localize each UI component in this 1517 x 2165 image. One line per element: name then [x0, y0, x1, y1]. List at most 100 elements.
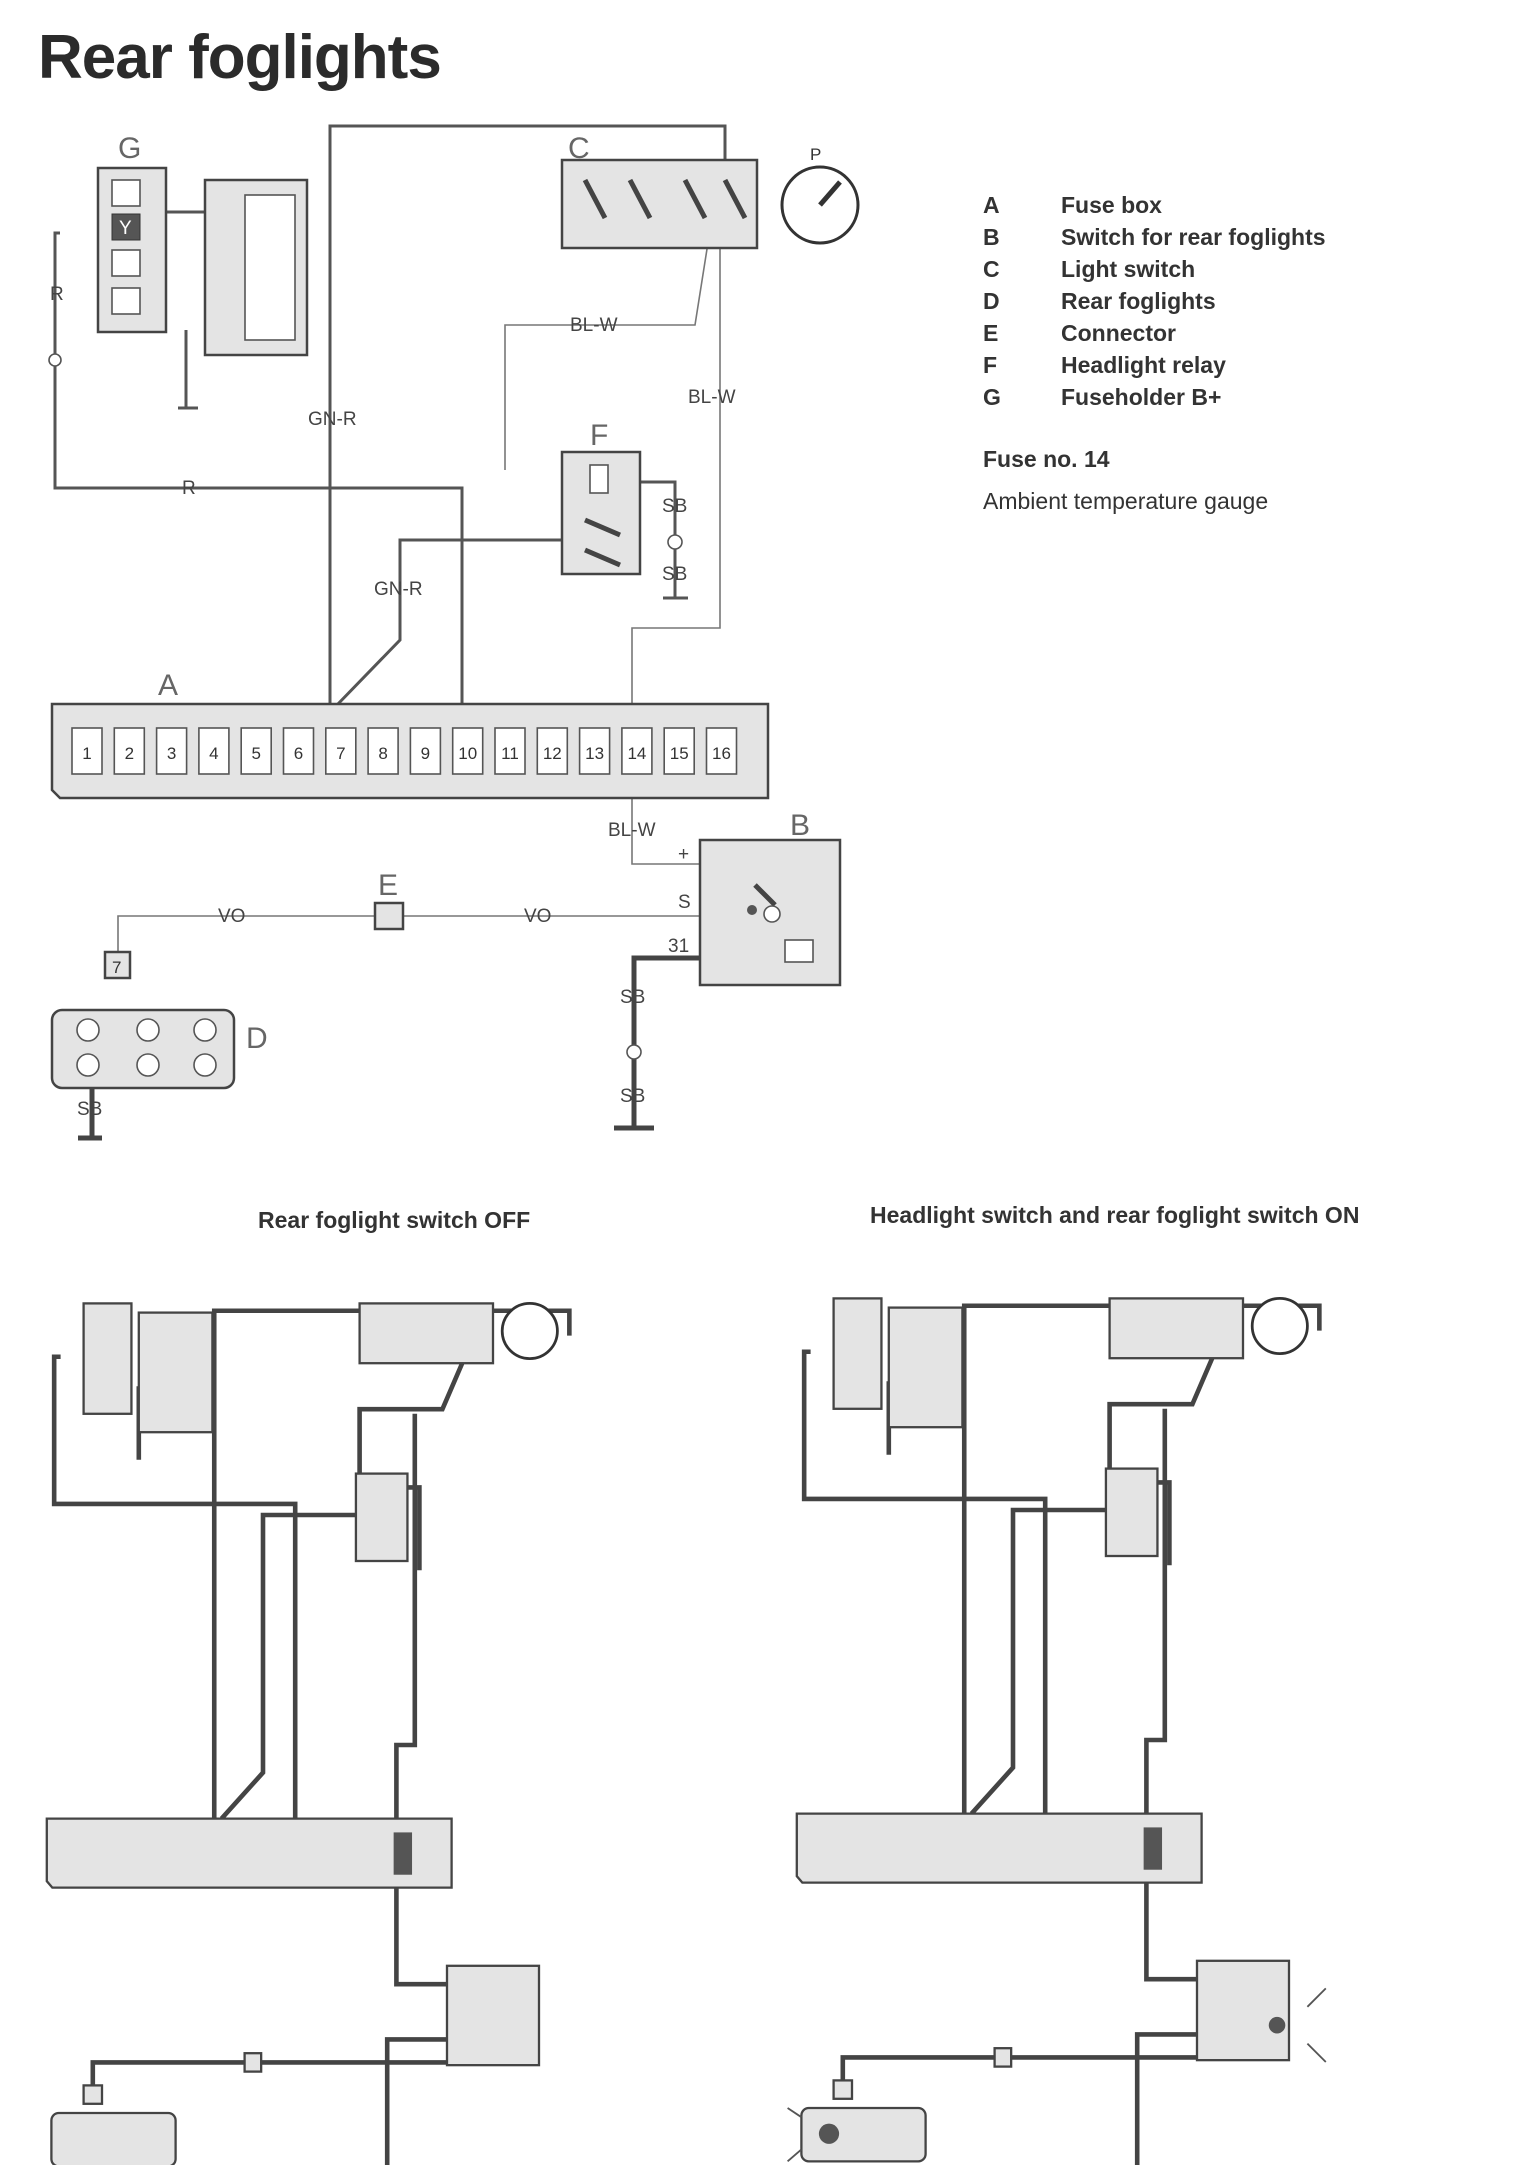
legend-row-b: B Switch for rear foglights	[983, 224, 1326, 256]
foglight-terminal-box	[832, 2079, 854, 2100]
legend-text: Rear foglights	[1061, 288, 1216, 314]
wire	[219, 1512, 360, 1821]
foglight-bulb-socket	[76, 1018, 100, 1042]
fuse-number: 7	[336, 744, 345, 763]
legend-key: B	[983, 224, 1000, 250]
connector-e	[243, 2052, 263, 2073]
fuse-14-active	[393, 1832, 413, 1875]
fuse-number: 4	[209, 744, 218, 763]
foglight-bulb-lit-icon	[818, 2123, 840, 2144]
wire-label-vo: VO	[524, 906, 551, 927]
wire-label-r: R	[182, 478, 196, 499]
legend-text: Fuseholder B+	[1061, 384, 1222, 410]
component-letter-c: C	[568, 132, 590, 165]
terminal-label-s: S	[678, 892, 691, 913]
legend-key: D	[983, 288, 1000, 314]
legend-text: Switch for rear foglights	[1061, 224, 1326, 250]
wire	[394, 1413, 418, 1819]
fuse-slot	[536, 727, 569, 775]
fuse-number: 3	[167, 744, 176, 763]
foglight-terminal-box	[82, 2084, 104, 2105]
wire-bl-w-switch	[631, 790, 700, 865]
switch-position-label-p: P	[810, 145, 821, 164]
wire	[1134, 2032, 1198, 2165]
component-letter-a: A	[158, 669, 178, 702]
fuse-number: 10	[458, 744, 477, 763]
fuse-slot	[240, 727, 272, 775]
fuseholder-b-plus	[82, 1302, 133, 1415]
fuse-number: 12	[543, 744, 562, 763]
wire-label-sb: SB	[620, 987, 645, 1008]
wire-gn-r-top	[328, 124, 727, 706]
relay-contact	[584, 547, 621, 568]
legend-key: E	[983, 320, 999, 346]
light-switch-contact	[722, 178, 748, 220]
light-switch-knob-pointer	[818, 180, 842, 207]
wire	[801, 1349, 1048, 1814]
wire-label-gn-r: GN-R	[374, 579, 423, 600]
wire-label-sb: SB	[620, 1086, 645, 1107]
wire-gn-r-relay	[334, 538, 580, 708]
switch-pivot	[747, 905, 757, 915]
fuse-number: 5	[251, 744, 260, 763]
foglight-terminal-box	[103, 950, 132, 980]
wire-sb-relay-ground	[640, 480, 677, 598]
wire	[969, 1507, 1110, 1816]
fuse-number: 2	[125, 744, 134, 763]
fuse-number: 14	[627, 744, 646, 763]
wire	[1107, 1343, 1221, 1483]
rear-foglight-switch-box	[445, 1964, 541, 2067]
fuse-slot	[663, 727, 696, 775]
light-switch-contact	[627, 178, 653, 220]
wire-label-bl-w: BL-W	[688, 387, 736, 408]
terminal-label-31: 31	[668, 936, 689, 957]
wire-vo	[117, 915, 700, 952]
legend-key: F	[983, 352, 998, 378]
legend-text: Fuse box	[1061, 192, 1162, 218]
switch-indicator-lamp-icon	[784, 939, 814, 963]
wire-label-bl-w: BL-W	[608, 820, 656, 841]
wire	[961, 1303, 1322, 1814]
fuse-slot	[451, 727, 484, 775]
foglight-bulb-socket	[76, 1053, 100, 1077]
fuse-number: 8	[378, 744, 387, 763]
fuse-box	[45, 1817, 453, 1889]
light-switch-contact	[582, 178, 608, 220]
wire	[357, 1348, 471, 1488]
legend-key: C	[983, 256, 1000, 282]
light-switch-knob-icon	[500, 1302, 559, 1360]
component-letter-g: G	[118, 132, 141, 165]
battery-box	[887, 1306, 964, 1429]
wire	[394, 1887, 448, 1987]
wire	[211, 1308, 572, 1819]
terminal-label-plus: +	[678, 844, 689, 865]
fuseholder-slot	[111, 287, 141, 315]
light-switch-contact	[682, 178, 708, 220]
wire-sb-switch-ground	[631, 955, 700, 1128]
headlight-relay-box	[354, 1472, 409, 1563]
switch-indicator-lit-icon	[1268, 2016, 1286, 2034]
fuse-description: Ambient temperature gauge	[983, 488, 1269, 514]
fuse-14-active	[1143, 1827, 1163, 1870]
fuse-slot	[409, 727, 442, 775]
fuseholder-slot-active	[111, 213, 141, 241]
rear-foglight-switch-box	[1195, 1959, 1291, 2062]
connector-e	[993, 2047, 1013, 2068]
fuse-slot	[324, 727, 357, 775]
wire-label-sb: SB	[662, 564, 687, 585]
connector-e	[373, 901, 405, 931]
fuse-slot	[578, 727, 611, 775]
wire	[384, 2037, 448, 2165]
light-rays-icon	[786, 1987, 1327, 2163]
foglight-bulb-socket	[193, 1018, 217, 1042]
diagram-switch-off	[45, 1302, 572, 2165]
fuse-number-label: Fuse no. 14	[983, 446, 1110, 472]
fuse-box	[795, 1812, 1203, 1884]
